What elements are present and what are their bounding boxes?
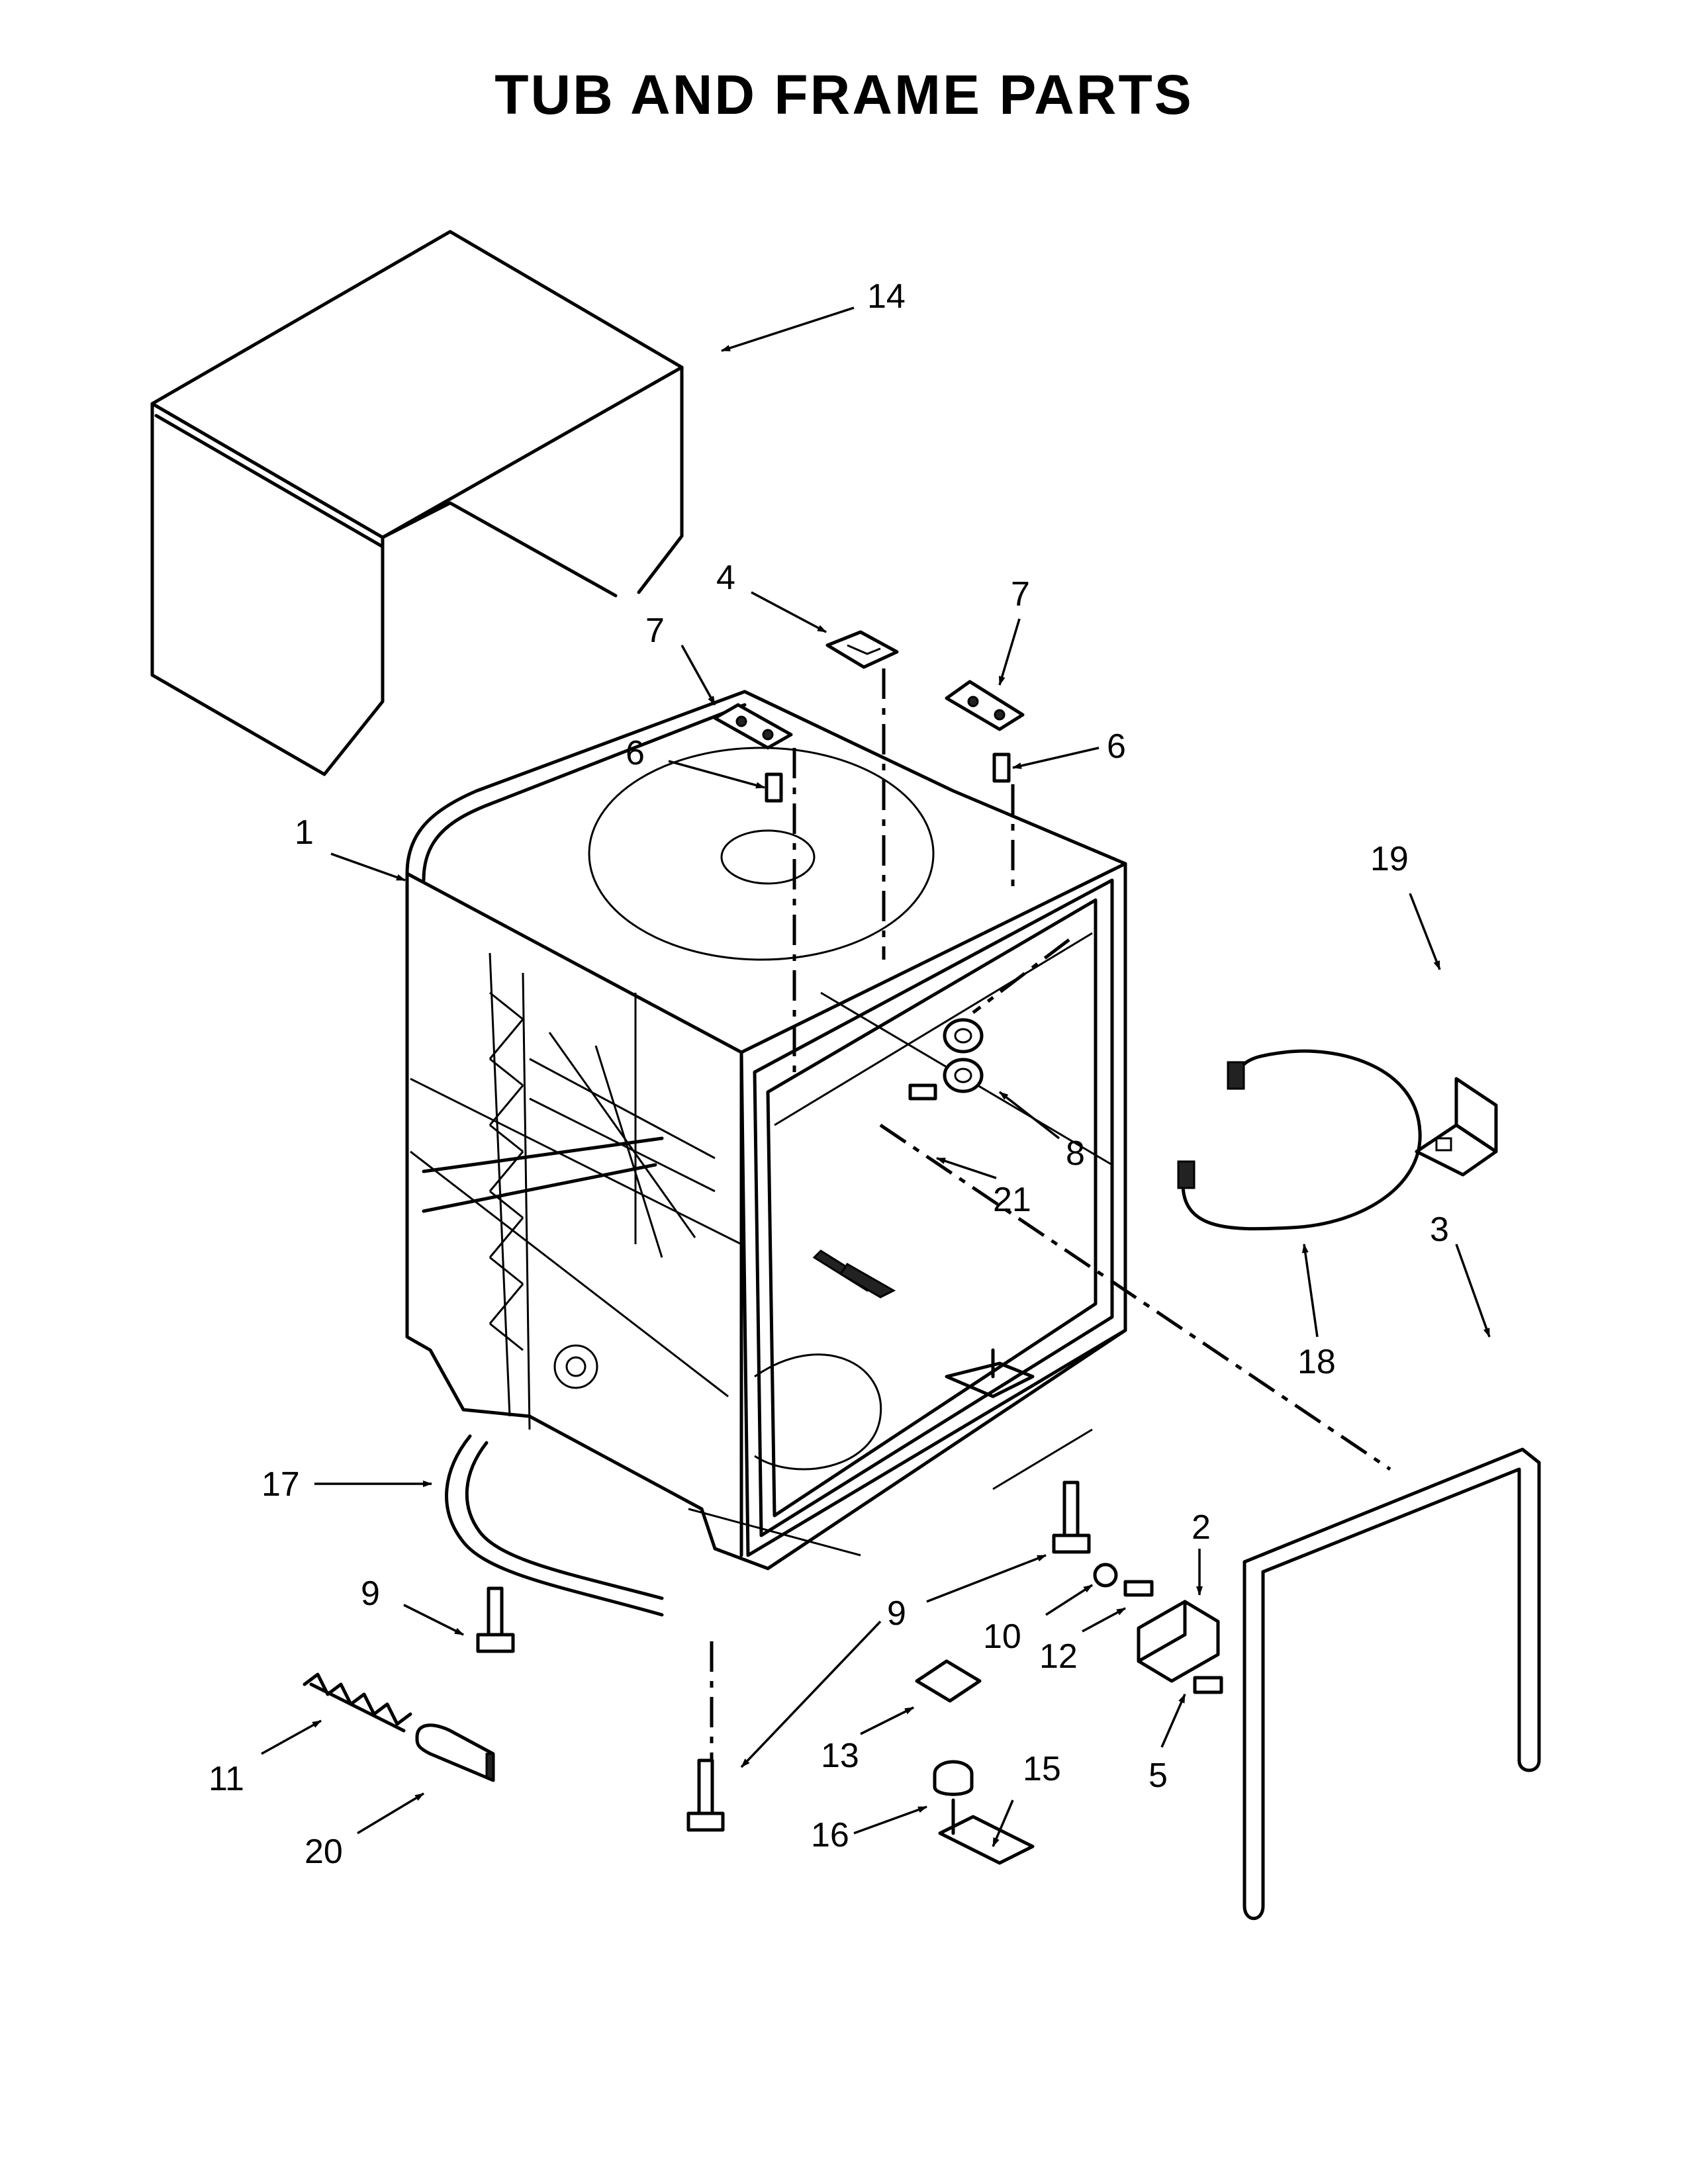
- part-2-bracket: [1137, 1600, 1220, 1683]
- callout-8: 8: [1066, 1134, 1085, 1173]
- part-3-door-gasket: [1243, 1447, 1541, 1921]
- callout-3: 3: [1430, 1210, 1449, 1249]
- callout-20: 20: [305, 1833, 343, 1871]
- dish-rack-frame: [422, 952, 716, 1430]
- part-18-wire-harness: [1177, 1049, 1422, 1231]
- part-6-screw-left: [765, 772, 783, 803]
- part-9-leg-right: [1052, 1480, 1091, 1554]
- alignment-line-3: [879, 1123, 1391, 1471]
- part-6-screw-right: [992, 752, 1011, 783]
- part-5-screw: [1193, 1676, 1223, 1694]
- part-10-washer: [1093, 1563, 1118, 1588]
- part-9-leg-center: [686, 1758, 725, 1832]
- callout-19: 19: [1370, 840, 1409, 878]
- callout-15: 15: [1023, 1750, 1061, 1788]
- part-19-clip: [1415, 1077, 1498, 1177]
- part-15-switch-bracket: [938, 1798, 1035, 1865]
- diagram-title: TUB AND FRAME PARTS: [494, 64, 1194, 126]
- part-16-switch: [933, 1760, 974, 1796]
- part-8-grommets: [943, 1018, 984, 1093]
- callout-16: 16: [811, 1816, 849, 1854]
- part-4-bracket: [825, 630, 899, 669]
- callout-9-left: 9: [361, 1574, 380, 1613]
- callout-1: 1: [295, 813, 314, 852]
- callout-11: 11: [209, 1760, 244, 1798]
- callout-6-right: 6: [1107, 727, 1126, 766]
- callout-4: 4: [716, 559, 735, 597]
- part-1-tub: [405, 690, 1127, 1570]
- part-20-foam-pad: [415, 1723, 495, 1782]
- callout-13: 13: [821, 1737, 859, 1775]
- part-11-spring: [303, 1672, 412, 1733]
- callout-12: 12: [1039, 1637, 1078, 1676]
- callout-18: 18: [1297, 1343, 1336, 1381]
- callout-5: 5: [1149, 1756, 1168, 1795]
- callout-7-right: 7: [1011, 575, 1030, 614]
- callout-9-center: 9: [887, 1594, 906, 1633]
- callout-14: 14: [867, 277, 906, 316]
- callout-labels: 14 4 7 7 6 6 1 19 8 21 18 3 17 2 9 9 10 …: [209, 277, 1449, 1871]
- part-9-leg-left: [476, 1586, 515, 1653]
- part-7-hinge-right: [945, 680, 1025, 731]
- part-13-pad: [915, 1659, 982, 1703]
- part-17-hose: [445, 1434, 664, 1617]
- callout-6-left: 6: [626, 734, 645, 772]
- callout-10: 10: [983, 1617, 1021, 1656]
- alignment-line-8: [972, 938, 1070, 1014]
- callout-17: 17: [261, 1465, 300, 1504]
- callout-2: 2: [1192, 1508, 1211, 1547]
- part-12-screw: [1123, 1580, 1154, 1597]
- part-21-screw: [908, 1083, 937, 1101]
- callout-7-left: 7: [645, 612, 665, 650]
- part-14-insulation-blanket: [150, 230, 684, 776]
- callout-21: 21: [993, 1181, 1031, 1219]
- leader-arrows: [261, 306, 1491, 1847]
- part-7-hinge-left: [713, 703, 793, 750]
